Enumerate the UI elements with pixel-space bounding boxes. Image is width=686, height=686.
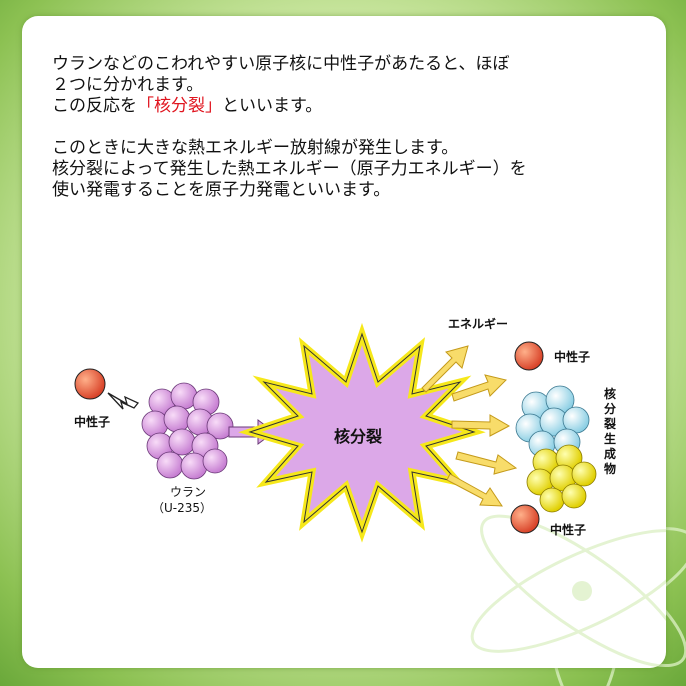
fragment-blue-arrow [451, 414, 511, 437]
intro-line-4: このときに大きな熱エネルギー放射線が発生します。 [52, 138, 459, 158]
uranium-nucleus [141, 382, 234, 480]
outgoing-neutron-bottom [510, 504, 540, 534]
fission-products-label-text: 核分裂生成物 [603, 386, 616, 476]
intro-line-2: ２つに分かれます。 [52, 75, 204, 95]
fission-diagram: 中性子 ウラン （U-235） 核分裂 エネルギー [74, 316, 616, 543]
incoming-neutron-label: 中性子 [74, 414, 110, 429]
neutron-bottom-label: 中性子 [550, 522, 586, 537]
outgoing-neutron-top [514, 341, 544, 371]
intro-line-6: 使い発電することを原子力発電といいます。 [52, 180, 391, 200]
panel-atom-watermark [470, 514, 666, 668]
intro-line-3: この反応を「核分裂」といいます。 [52, 96, 642, 117]
neutron-bottom-arrow [446, 473, 503, 507]
incoming-neutron [74, 368, 106, 400]
uranium-label: ウラン [170, 485, 206, 499]
fission-products-label: 核分裂生成物 [603, 386, 616, 476]
neutron-top-label: 中性子 [554, 349, 590, 364]
energy-label: エネルギー [448, 316, 508, 331]
neutron-arrow [107, 392, 140, 410]
fission-fragment-yellow [526, 444, 597, 513]
neutron-top-arrow [451, 374, 507, 402]
intro-line-1: ウランなどのこわれやすい原子核に中性子があたると、ほぼ [52, 54, 510, 74]
intro-line-3-after: といいます。 [222, 96, 323, 116]
content-panel: ウランなどのこわれやすい原子核に中性子があたると、ほぼ ２つに分かれます。 この… [22, 16, 666, 668]
intro-line-5: 核分裂によって発生した熱エネルギー（原子力エネルギー）を [52, 159, 527, 179]
fission-fragment-blue [515, 385, 590, 458]
uranium-isotope-label: （U-235） [152, 501, 212, 515]
energy-arrow [421, 345, 469, 393]
fission-term-highlight: 「核分裂」 [137, 96, 222, 116]
intro-line-3-before: この反応を [52, 96, 137, 116]
fragment-yellow-arrow [455, 451, 518, 475]
fission-label: 核分裂 [334, 427, 382, 446]
intro-text: ウランなどのこわれやすい原子核に中性子があたると、ほぼ ２つに分かれます。 この… [52, 54, 642, 201]
